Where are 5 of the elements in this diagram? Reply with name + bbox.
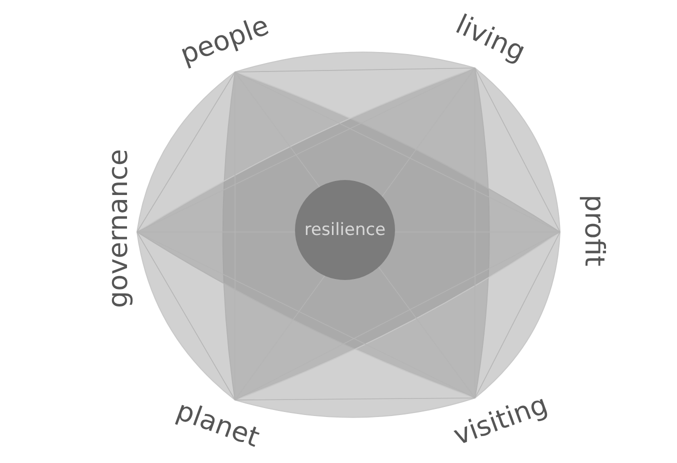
- center-label: resilience: [304, 220, 386, 240]
- category-label: visiting: [449, 388, 552, 452]
- category-label: governance: [102, 148, 134, 308]
- category-label: planet: [172, 394, 264, 454]
- category-label: profit: [578, 194, 610, 266]
